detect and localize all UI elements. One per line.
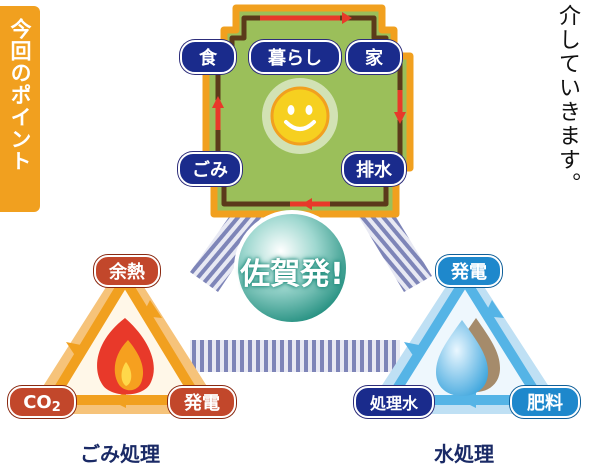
bottom-connector (190, 340, 400, 372)
water-label-power: 発電 (436, 255, 502, 287)
center-label: 佐賀発! (240, 257, 344, 292)
center-globe (234, 210, 350, 326)
vertical-body-text: 介していきます。 (555, 4, 580, 196)
label-waste: ごみ (178, 152, 242, 186)
side-tab-label: 今回のポイント (8, 18, 32, 172)
label-food: 食 (180, 40, 236, 74)
caption-water-processing: 水処理 (434, 442, 494, 466)
label-living: 暮らし (249, 40, 341, 74)
side-tab: 今回のポイント (0, 6, 40, 212)
water-label-fertilizer: 肥料 (510, 386, 580, 418)
water-cycle-graphic (370, 264, 560, 414)
waste-cycle-graphic (32, 264, 218, 414)
co2-subscript: 2 (51, 399, 61, 415)
label-drainage: 排水 (342, 152, 406, 186)
waste-label-power: 発電 (168, 386, 236, 418)
caption-waste-processing: ごみ処理 (80, 442, 160, 466)
co2-main: CO (23, 391, 52, 413)
waste-label-heat: 余熱 (94, 255, 160, 287)
water-label-treated-water: 処理水 (354, 386, 434, 418)
label-home: 家 (346, 40, 402, 74)
